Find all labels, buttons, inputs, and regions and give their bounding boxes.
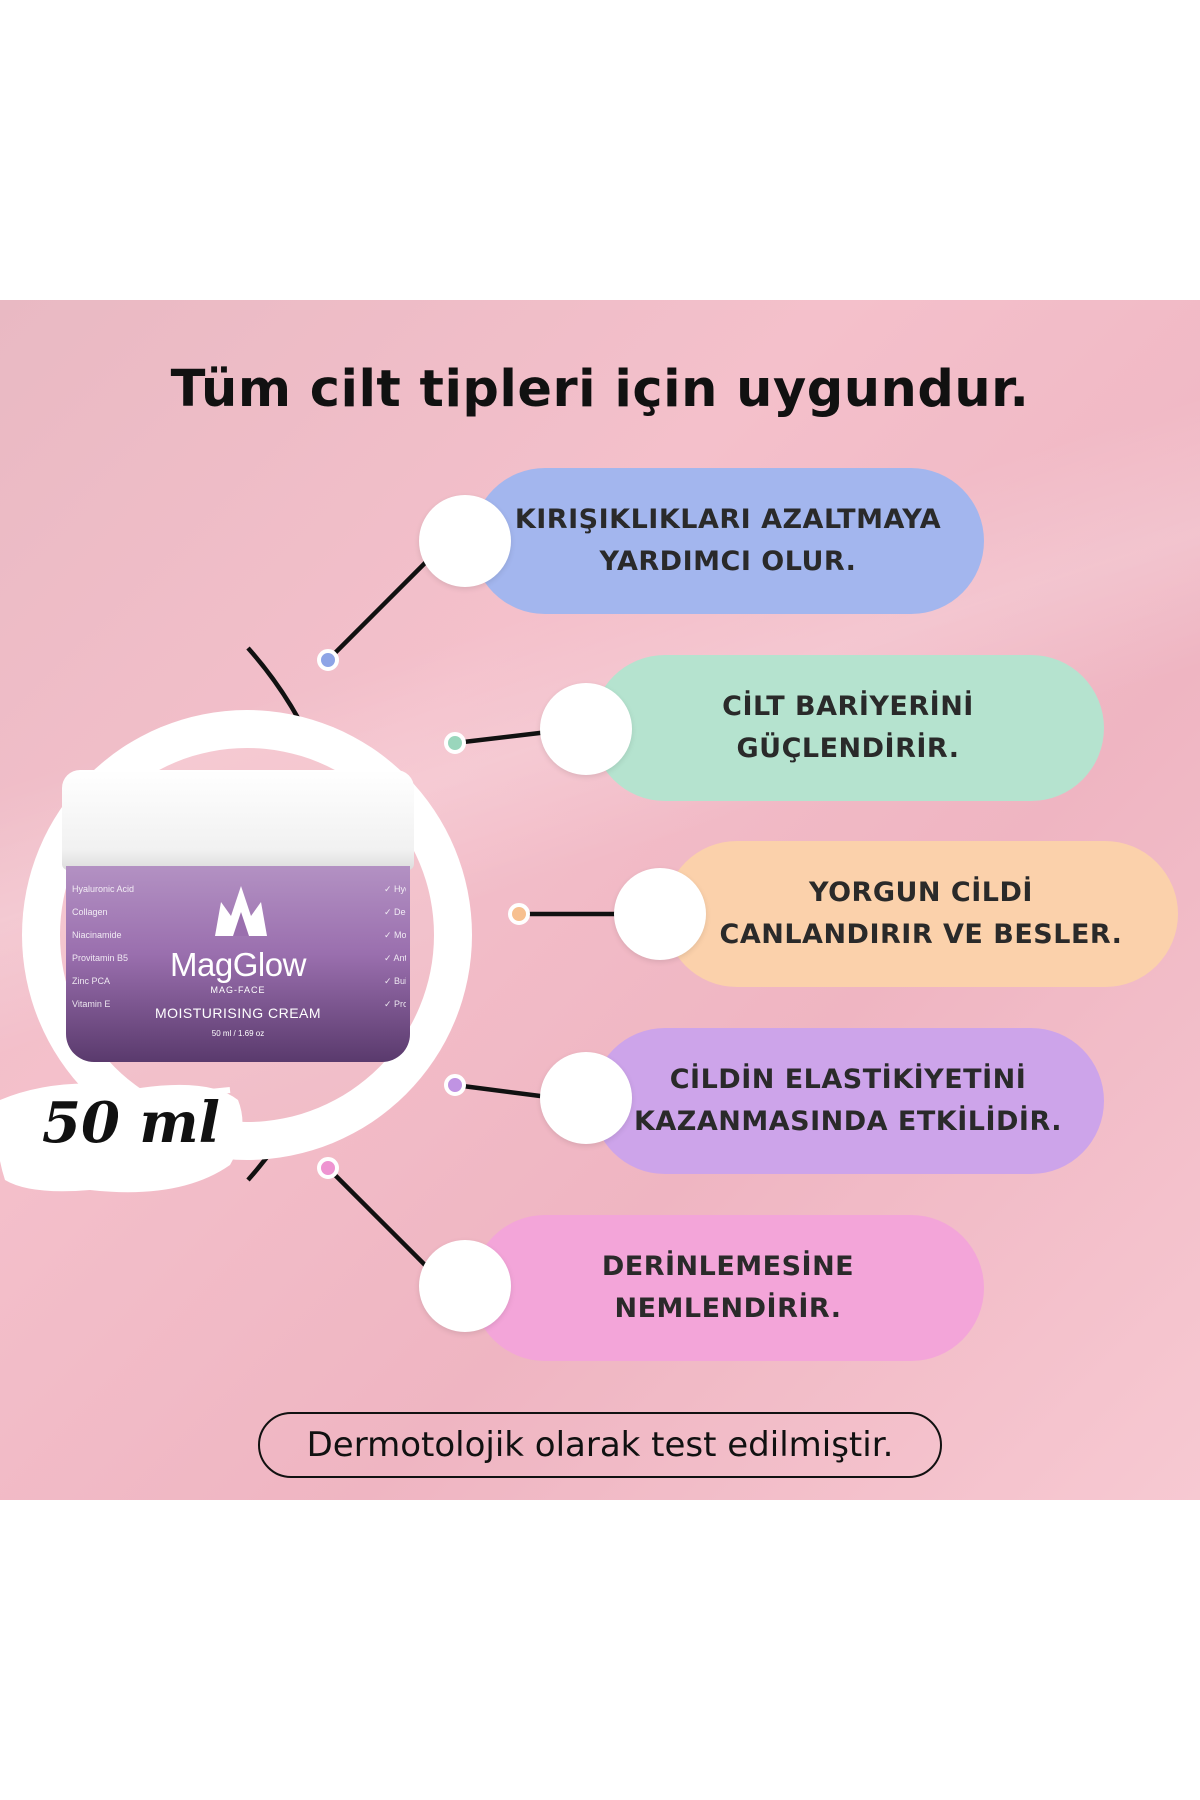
connector-5 <box>326 1166 434 1274</box>
jar-sub-brand: MAG-FACE <box>210 985 266 995</box>
headline: Tüm cilt tipleri için uygundur. <box>170 360 1030 419</box>
jar-benefit-mark: ✓ Anti <box>384 953 406 963</box>
node-1 <box>317 649 339 671</box>
jar-ingredient: Collagen <box>72 907 108 917</box>
jar-product-name: MOISTURISING CREAM <box>154 1005 322 1021</box>
bubble-4 <box>540 1052 632 1144</box>
benefit-text-4: CİLDİN ELASTİKİYETİNİ KAZANMASINDA ETKİL… <box>633 1064 1063 1137</box>
benefit-pill-3: YORGUN CİLDİ CANLANDIRIR VE BESLER. <box>664 841 1178 987</box>
benefit-text-2: CİLT BARİYERİNİ GÜÇLENDİRİR. <box>722 691 974 764</box>
jar-ingredient: Provitamin B5 <box>72 953 129 963</box>
benefit-text-1: KIRIŞIKLIKLARI AZALTMAYA YARDIMCI OLUR. <box>514 504 942 577</box>
brush-stroke <box>0 1083 243 1193</box>
node-5 <box>317 1157 339 1179</box>
benefit-pill-4: CİLDİN ELASTİKİYETİNİ KAZANMASINDA ETKİL… <box>592 1028 1104 1174</box>
bubble-3 <box>614 868 706 960</box>
connector-4 <box>454 1082 549 1100</box>
node-4 <box>444 1074 466 1096</box>
crown-logo-icon <box>215 886 267 936</box>
jar-benefit-mark: ✓ Dee <box>384 907 406 917</box>
benefit-text-5: DERİNLEMESİNE NEMLENDİRİR. <box>601 1251 855 1324</box>
jar-ingredient: Vitamin E <box>72 999 111 1009</box>
footer-note: Dermotolojik olarak test edilmiştir. <box>258 1412 942 1478</box>
node-3 <box>508 903 530 925</box>
connector-1 <box>326 554 434 662</box>
jar-benefit-mark: ✓ Moi <box>384 930 406 940</box>
jar-benefit-marks: ✓ Hyd ✓ Dee ✓ Moi ✓ Anti ✓ Buil ✓ Prot <box>384 878 406 1016</box>
jar-brand: MagGlow <box>170 946 306 983</box>
benefit-pill-5: DERİNLEMESİNE NEMLENDİRİR. <box>472 1215 984 1361</box>
jar-benefit-mark: ✓ Buil <box>384 976 406 986</box>
jar-benefit-mark: ✓ Hyd <box>384 884 406 894</box>
connector-2 <box>454 729 549 746</box>
benefit-pill-2: CİLT BARİYERİNİ GÜÇLENDİRİR. <box>592 655 1104 801</box>
jar-lid <box>62 770 414 870</box>
jar-ingredient: Hyaluronic Acid <box>72 884 135 894</box>
size-label: 50 ml <box>42 1090 220 1156</box>
node-2 <box>444 732 466 754</box>
jar-volume: 50 ml / 1.69 oz <box>211 1029 265 1038</box>
product-banner: Tüm cilt tipleri için uygundur. KIRIŞIKL… <box>0 300 1200 1500</box>
benefit-text-3: YORGUN CİLDİ CANLANDIRIR VE BESLER. <box>719 877 1123 950</box>
benefit-pill-1: KIRIŞIKLIKLARI AZALTMAYA YARDIMCI OLUR. <box>472 468 984 614</box>
bubble-2 <box>540 683 632 775</box>
jar-benefit-mark: ✓ Prot <box>384 999 406 1009</box>
bubble-5 <box>419 1240 511 1332</box>
jar-ingredient: Zinc PCA <box>72 976 111 986</box>
jar-ingredient: Niacinamide <box>72 930 122 940</box>
bubble-1 <box>419 495 511 587</box>
